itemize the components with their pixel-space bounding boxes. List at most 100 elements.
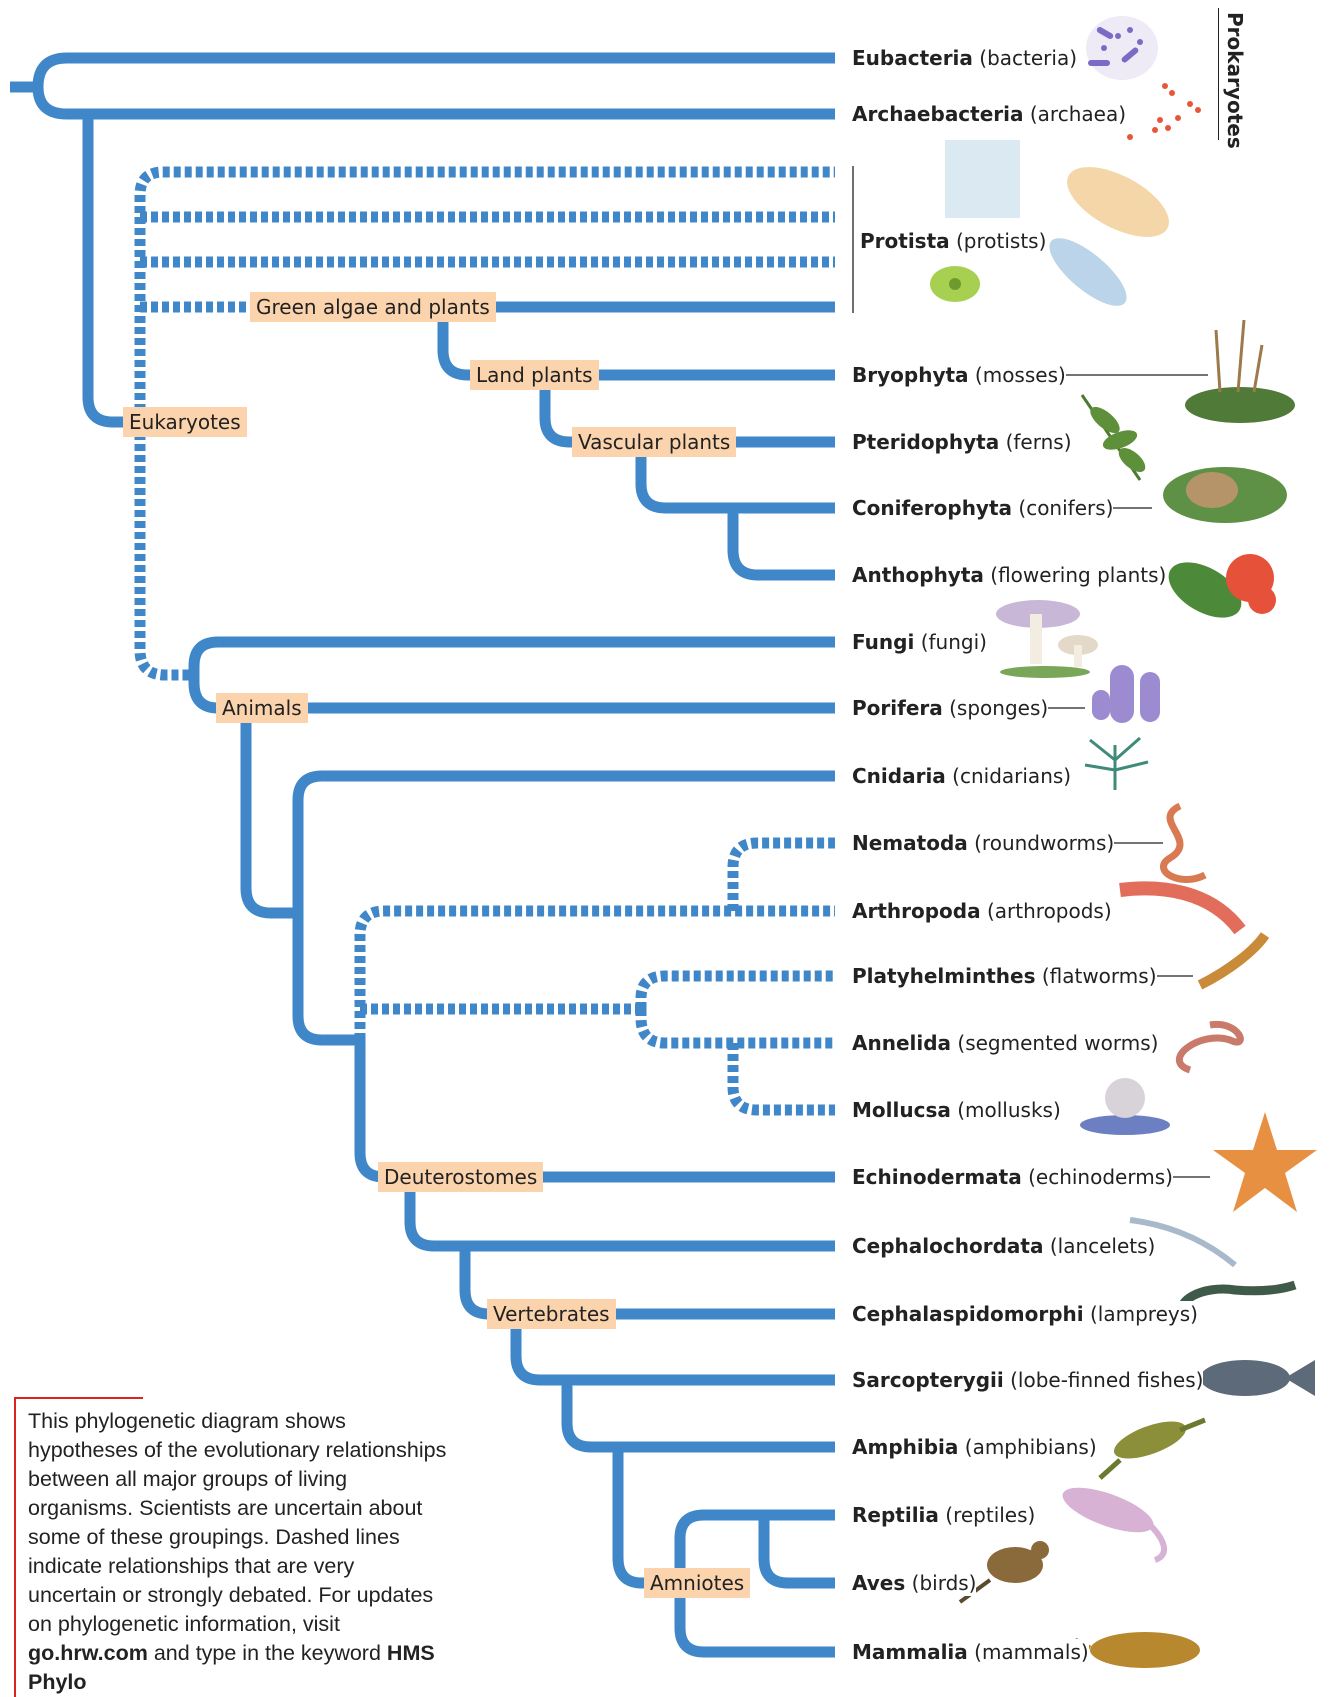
taxon-name: Echinodermata — [852, 1165, 1022, 1189]
taxon-name: Bryophyta — [852, 363, 969, 387]
branch-tetrapods — [567, 1380, 835, 1447]
taxon-aves: Aves (birds) — [852, 1570, 976, 1596]
taxon-common: (protists) — [956, 229, 1046, 253]
taxon-name: Coniferophyta — [852, 496, 1012, 520]
node-deuterostomes: Deuterostomes — [378, 1162, 543, 1192]
branch-to-amniotes — [618, 1447, 646, 1583]
taxon-name: Protista — [860, 229, 950, 253]
coelacanth-illustration — [1200, 1360, 1315, 1396]
taxon-name: Cephalochordata — [852, 1234, 1043, 1258]
frog-illustration — [1100, 1414, 1205, 1478]
taxon-common: (reptiles) — [945, 1503, 1035, 1527]
taxon-common: (fungi) — [921, 630, 987, 654]
branch-animals-down — [246, 723, 298, 913]
taxon-common: (archaea) — [1030, 102, 1126, 126]
bacteria-illustration — [1086, 16, 1158, 80]
taxon-common: (lancelets) — [1050, 1234, 1156, 1258]
taxon-anthophyta: Anthophyta (flowering plants) — [852, 562, 1166, 588]
taxon-common: (bacteria) — [979, 46, 1077, 70]
taxon-name: Arthropoda — [852, 899, 981, 923]
taxon-common: (mammals) — [974, 1640, 1089, 1664]
shrimp-illustration — [1120, 888, 1240, 930]
branch-to-land-plants — [443, 322, 472, 375]
taxon-common: (echinoderms) — [1028, 1165, 1173, 1189]
taxon-cephalochordata: Cephalochordata (lancelets) — [852, 1233, 1155, 1259]
shrew-illustration — [1075, 1632, 1200, 1668]
taxon-common: (mollusks) — [957, 1098, 1061, 1122]
cnidarian-illustration — [1085, 738, 1148, 790]
taxon-name: Reptilia — [852, 1503, 939, 1527]
taxon-platyhelminthes: Platyhelminthes (flatworms) — [852, 963, 1157, 989]
node-amniotes: Amniotes — [644, 1568, 750, 1598]
taxon-name: Archaebacteria — [852, 102, 1024, 126]
node-land-plants: Land plants — [470, 360, 599, 390]
taxon-name: Mammalia — [852, 1640, 968, 1664]
caption-site: go.hrw.com — [28, 1641, 148, 1665]
taxon-common: (birds) — [912, 1571, 977, 1595]
branch-mollusca — [733, 1043, 835, 1110]
taxon-common: (arthropods) — [987, 899, 1112, 923]
taxon-name: Aves — [852, 1571, 905, 1595]
taxon-name: Cnidaria — [852, 764, 946, 788]
diagram-caption: This phylogenetic diagram shows hypothes… — [14, 1397, 448, 1697]
branch-to-vascular — [545, 390, 574, 442]
taxon-common: (flatworms) — [1042, 964, 1157, 988]
branch-annelida — [641, 1009, 835, 1043]
branch-nematoda — [733, 843, 835, 911]
taxon-name: Mollucsa — [852, 1098, 951, 1122]
taxon-echinodermata: Echinodermata (echinoderms) — [852, 1164, 1173, 1190]
node-eukaryotes: Eukaryotes — [123, 407, 247, 437]
taxon-cnidaria: Cnidaria (cnidarians) — [852, 763, 1071, 789]
node-vertebrates: Vertebrates — [487, 1299, 616, 1329]
sponge-illustration — [1092, 665, 1160, 723]
caption-text: This phylogenetic diagram shows hypothes… — [28, 1409, 446, 1636]
taxon-protista: Protista (protists) — [860, 228, 1046, 254]
branch-fungi — [194, 642, 835, 675]
taxon-archaebacteria: Archaebacteria (archaea) — [852, 101, 1126, 127]
taxon-common: (segmented worms) — [957, 1031, 1158, 1055]
lamprey-illustration — [1181, 1285, 1295, 1320]
taxon-pteridophyta: Pteridophyta (ferns) — [852, 429, 1072, 455]
taxon-coniferophyta: Coniferophyta (conifers) — [852, 495, 1113, 521]
branch-eukaryote-lower — [140, 422, 194, 675]
moss-illustration — [1185, 320, 1295, 423]
roundworm-illustration — [1163, 806, 1205, 880]
fern-illustration — [1082, 395, 1149, 480]
taxon-porifera: Porifera (sponges) — [852, 695, 1048, 721]
taxon-common: (sponges) — [949, 696, 1048, 720]
taxon-common: (amphibians) — [965, 1435, 1097, 1459]
taxon-bryophyta: Bryophyta (mosses) — [852, 362, 1066, 388]
taxon-name: Platyhelminthes — [852, 964, 1035, 988]
taxon-name: Nematoda — [852, 831, 968, 855]
branch-anthophyta — [733, 508, 835, 575]
branch-to-seed-plants — [641, 457, 835, 508]
lizard-illustration — [1057, 1479, 1164, 1560]
node-green-algae: Green algae and plants — [250, 292, 496, 322]
branch-to-eukaryotes — [88, 114, 125, 422]
taxon-name: Porifera — [852, 696, 943, 720]
caption-mid: and type in the keyword — [154, 1641, 381, 1665]
starfish-illustration — [1213, 1112, 1317, 1212]
branch-eubacteria — [38, 58, 835, 87]
taxon-cephalaspidomorphi: Cephalaspidomorphi (lampreys) — [852, 1301, 1198, 1327]
taxon-common: (roundworms) — [974, 831, 1114, 855]
taxon-common: (lampreys) — [1090, 1302, 1198, 1326]
taxon-common: (cnidarians) — [952, 764, 1071, 788]
branch-gnathostomes — [516, 1329, 835, 1380]
prokaryotes-bracket: Prokaryotes — [1218, 8, 1247, 140]
taxon-name: Eubacteria — [852, 46, 973, 70]
flower-illustration — [1159, 551, 1276, 629]
taxon-name: Sarcopterygii — [852, 1368, 1004, 1392]
mushroom-illustration — [996, 600, 1098, 678]
taxon-name: Cephalaspidomorphi — [852, 1302, 1084, 1326]
prokaryotes-label: Prokaryotes — [1223, 12, 1247, 149]
branch-bilateria — [298, 913, 360, 1040]
taxon-mollusca: Mollucsa (mollusks) — [852, 1097, 1061, 1123]
taxon-sarcopterygii: Sarcopterygii (lobe-finned fishes) — [852, 1367, 1203, 1393]
taxon-name: Fungi — [852, 630, 914, 654]
taxon-common: (mosses) — [975, 363, 1066, 387]
taxon-common: (flowering plants) — [990, 563, 1166, 587]
taxon-name: Annelida — [852, 1031, 951, 1055]
taxon-common: (conifers) — [1018, 496, 1113, 520]
taxon-eubacteria: Eubacteria (bacteria) — [852, 45, 1077, 71]
